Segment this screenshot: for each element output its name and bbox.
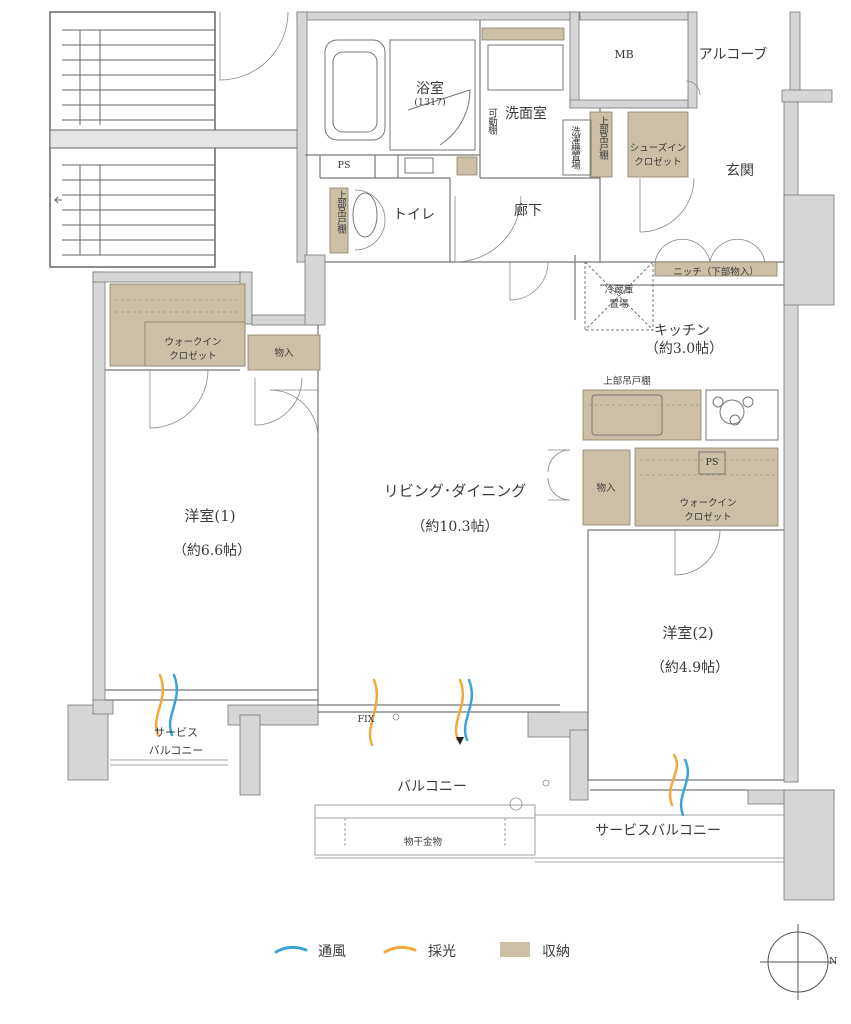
living-size: （約10.3帖） — [411, 519, 499, 535]
compass-icon — [760, 924, 836, 1000]
doors — [149, 80, 766, 576]
compass-north-label: N — [829, 956, 838, 967]
shoes-in-label-2: クロゼット — [634, 157, 682, 168]
storage-areas — [109, 27, 779, 527]
fridge-label-2: 置場 — [609, 299, 629, 310]
upper-cabinet-wash — [589, 111, 613, 178]
shoes-in-label-1: シューズイン — [629, 143, 687, 154]
balcony-details — [110, 713, 784, 863]
hallway-name: 廊下 — [514, 203, 542, 219]
stairwell — [49, 11, 306, 268]
legend-light: 採光 — [428, 944, 456, 960]
washer-label: 洗濯機置場 — [569, 126, 580, 169]
storage2-area — [582, 449, 631, 526]
bath-fixtures — [324, 39, 779, 475]
service-balcony-right: サービスバルコニー — [595, 823, 721, 839]
legend-strokes — [274, 945, 417, 954]
shelf-wash — [481, 27, 565, 41]
storage2-label: 物入 — [596, 483, 616, 494]
storage1-label: 物入 — [274, 348, 294, 359]
legend-storage: 収納 — [542, 944, 570, 960]
drying-hardware-label: 物干金物 — [403, 837, 443, 848]
service-balcony-left-1: サービス — [154, 726, 198, 739]
niche-label: ニッチ（下部物入） — [673, 267, 759, 278]
kitchen-name: キッチン — [654, 323, 710, 339]
western2-size: （約4.9帖） — [650, 660, 730, 676]
upper-cabinet-wash-label: 上部吊戸棚 — [597, 116, 608, 159]
movable-shelf-label: 可動棚 — [486, 108, 497, 134]
mb-label: MB — [614, 48, 634, 61]
western1-size: （約6.6帖） — [172, 543, 252, 559]
niche-area — [654, 261, 778, 277]
storage1-area — [247, 334, 321, 371]
wic1-label-2: クロゼット — [169, 351, 217, 362]
toilet-name: トイレ — [393, 207, 435, 223]
shoes-in-area — [627, 111, 689, 178]
wic2-label-1: ウォークイン — [679, 498, 737, 509]
kitchen-counter — [582, 389, 702, 441]
fix-label: FIX — [357, 714, 375, 725]
upper-cabinet-toilet-label: 上部吊戸棚 — [335, 190, 346, 233]
bath-size: (1317) — [414, 97, 446, 108]
kitchen-size: （約3.0帖） — [644, 341, 724, 357]
airflow-light-indicators — [154, 673, 690, 817]
western2-name: 洋室(2) — [662, 624, 714, 642]
wic1-label-1: ウォークイン — [164, 337, 222, 348]
service-balcony-left-2: バルコニー — [148, 744, 204, 757]
wic2-label-2: クロゼット — [684, 512, 732, 523]
living-name: リビング･ダイニング — [383, 482, 527, 500]
fridge-label-1: 冷蔵庫 — [604, 285, 634, 296]
western1-name: 洋室(1) — [184, 507, 236, 525]
alcove-name: アルコーブ — [698, 47, 768, 63]
walls — [67, 11, 835, 901]
upper-cabinet-label: 上部吊戸棚 — [603, 376, 651, 387]
ps1-label: PS — [337, 160, 351, 171]
balcony-name: バルコニー — [397, 779, 467, 795]
washroom-name: 洗面室 — [505, 106, 547, 122]
ps2-label: PS — [705, 457, 719, 468]
legend-storage-swatch — [500, 942, 530, 957]
movable-shelf — [456, 156, 478, 176]
upper-cabinet-toilet — [329, 187, 349, 254]
bath-name: 浴室 — [416, 81, 444, 97]
wic2-area — [634, 447, 779, 527]
entrance-name: 玄関 — [726, 163, 754, 179]
legend-ventilation: 通風 — [318, 944, 346, 960]
